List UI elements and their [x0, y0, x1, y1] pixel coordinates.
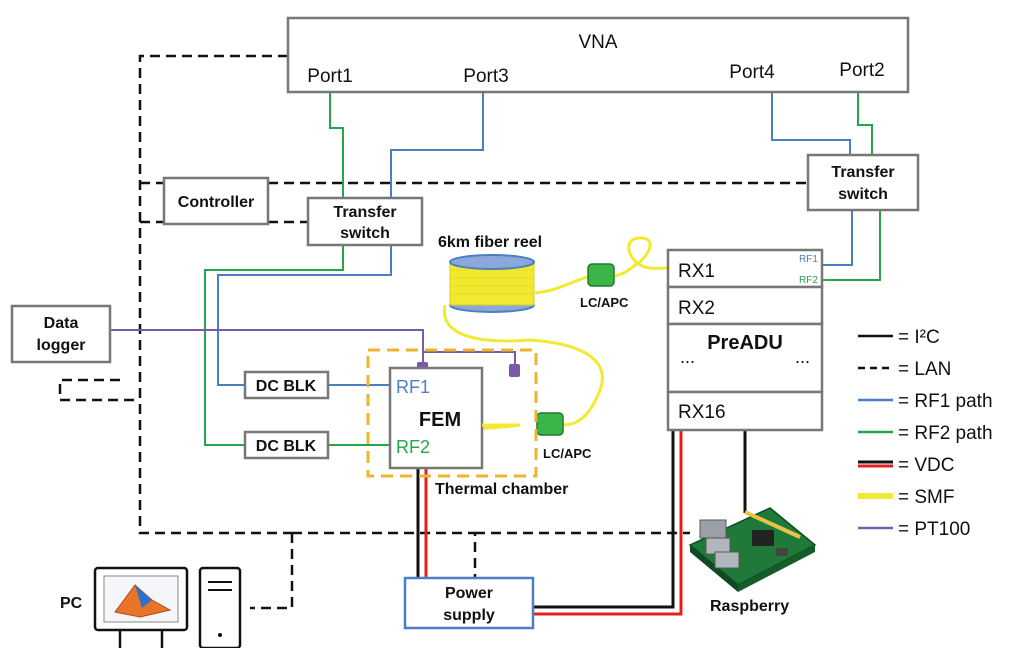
dc-blk-top-label: DC BLK: [256, 378, 317, 395]
vdc-lines: [416, 428, 747, 616]
rx1-label: RX1: [678, 261, 715, 282]
rx16-label: RX16: [678, 402, 726, 423]
rf1-paths: [217, 92, 853, 386]
preadu-stack: [666, 248, 824, 432]
fem-rf1-label: RF1: [396, 377, 430, 397]
vna-title: VNA: [578, 32, 617, 53]
controller-box: [162, 176, 270, 226]
pt100-sensor-right: [509, 364, 520, 377]
raspberry-label: Raspberry: [710, 598, 789, 615]
legend-label: = SMF: [898, 487, 954, 508]
data-logger-box: [10, 304, 112, 364]
controller-label: Controller: [178, 194, 254, 211]
rx1-rf2-label: RF2: [799, 275, 818, 286]
vna-port3: Port3: [463, 66, 508, 87]
power-supply-line2: supply: [443, 607, 495, 624]
dc-blk-bottom-label: DC BLK: [256, 438, 317, 455]
vna-port4: Port4: [729, 62, 775, 83]
legend-label: = PT100: [898, 519, 970, 540]
transfer-switch-left-line2: switch: [340, 225, 390, 242]
thermal-chamber-box: [366, 348, 538, 478]
fiber-reel-label: 6km fiber reel: [438, 234, 542, 251]
preadu-label: PreADU: [707, 332, 783, 354]
pc-icon: [93, 566, 242, 648]
raspberry-board-icon: [688, 507, 817, 592]
dc-blk-bottom: [243, 430, 330, 460]
preadu-dots-left: ...: [680, 347, 695, 367]
legend-item: = PT100: [858, 519, 970, 540]
legend-item: = RF2 path: [858, 423, 993, 444]
thermal-chamber-label: Thermal chamber: [435, 481, 568, 498]
lc-apc-bottom-label: LC/APC: [543, 446, 592, 461]
rf2-paths: [204, 92, 881, 446]
vna-port1: Port1: [307, 66, 352, 87]
transfer-switch-left-line1: Transfer: [333, 204, 396, 221]
rx2-label: RX2: [678, 298, 715, 319]
legend-item: = VDC: [858, 455, 955, 476]
rx1-rf1-label: RF1: [799, 254, 818, 265]
legend-label: = LAN: [898, 359, 951, 380]
power-supply-box: [403, 576, 535, 630]
data-logger-line2: logger: [37, 337, 86, 354]
power-supply-line1: Power: [445, 585, 493, 602]
legend: = I²C = LAN = RF1 path = RF2 path = VDC = SMF…: [858, 327, 993, 540]
lan-lines: [58, 54, 808, 610]
legend-label: = RF1 path: [898, 391, 993, 412]
legend-item: = I²C: [858, 327, 940, 348]
lc-apc-top-label: LC/APC: [580, 295, 629, 310]
fem-box: [388, 366, 484, 470]
preadu-dots-right: ...: [795, 347, 810, 367]
fem-label: FEM: [419, 409, 461, 431]
pc-label: PC: [60, 595, 83, 612]
transfer-switch-right-line1: Transfer: [831, 164, 894, 181]
vna-port2: Port2: [839, 60, 884, 81]
dc-blk-top: [243, 370, 330, 400]
pt100-path: [110, 329, 516, 367]
legend-item: = LAN: [858, 359, 951, 380]
legend-label: = I²C: [898, 327, 940, 348]
lc-apc-connector-bottom: [536, 412, 564, 436]
fem-rf2-label: RF2: [396, 437, 430, 457]
legend-label: = RF2 path: [898, 423, 993, 444]
transfer-switch-left: [306, 196, 424, 247]
transfer-switch-right: [806, 153, 920, 212]
legend-label: = VDC: [898, 455, 955, 476]
legend-item: = SMF: [858, 487, 954, 508]
vna-box: [286, 16, 910, 94]
lc-apc-connector-top: [587, 263, 615, 287]
legend-item: = RF1 path: [858, 391, 993, 412]
transfer-switch-right-line2: switch: [838, 186, 888, 203]
data-logger-line1: Data: [44, 315, 79, 332]
fiber-reel: [449, 254, 535, 313]
